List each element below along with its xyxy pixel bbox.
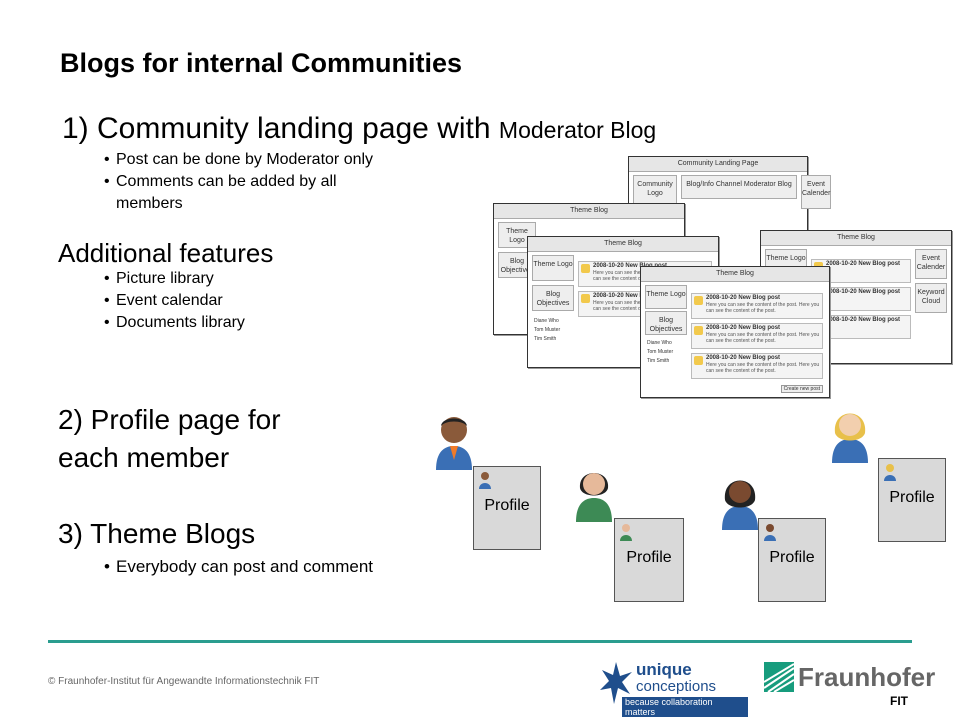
slide-title: Blogs for internal Communities	[60, 48, 463, 78]
member-name: Tom Muster	[647, 349, 674, 355]
member-name: Tom Muster	[534, 327, 561, 333]
logo-tagline: because collaboration matters	[622, 697, 748, 717]
mockup-channel: Blog/Info Channel Moderator Blog	[681, 175, 797, 199]
mockup-event: Event Calender	[915, 249, 947, 279]
section2-heading-line1: 2) Profile page for	[58, 404, 281, 435]
post-text: Here you can see the content of the post…	[706, 332, 820, 344]
mockup-keyword: Keyword Cloud	[915, 283, 947, 313]
mockup-event: Event Calender	[801, 175, 831, 209]
mockup-objectives: Blog Objectives	[645, 311, 687, 335]
mockup-title: Community Landing Page	[629, 157, 807, 172]
mockup-title: Theme Blog	[494, 204, 684, 219]
post-title: 2008-10-20 New Blog post	[593, 263, 668, 269]
section1-bullet: Comments can be added by all	[104, 171, 373, 193]
post-title: 2008-10-20 New Blog post	[706, 295, 781, 301]
post-title: 2008-10-20 New Blog post	[826, 289, 901, 295]
logo-word-conceptions: conceptions	[636, 678, 717, 695]
section1-bullet: Post can be done by Moderator only	[104, 149, 373, 171]
avatar	[694, 296, 703, 305]
woman-avatar-icon	[722, 480, 758, 530]
post-title: 2008-10-20 New Blog post	[826, 317, 901, 323]
profile-card[interactable]: Profile	[878, 458, 946, 542]
additional-bullet: Picture library	[104, 268, 245, 290]
additional-heading: Additional features	[58, 238, 274, 268]
post-title: 2008-10-20 New Blog post	[593, 293, 668, 299]
fraunhofer-name: Fraunhofer	[798, 662, 936, 692]
post-title: 2008-10-20 New Blog post	[706, 355, 781, 361]
mockup-title: Theme Blog	[641, 267, 829, 282]
avatar-icon	[620, 524, 632, 541]
woman-avatar-icon	[832, 413, 868, 463]
additional-bullets: Picture library Event calendar Documents…	[104, 268, 245, 334]
post-title: 2008-10-20 New Blog post	[706, 325, 781, 331]
theme-blog-mockup-front: Theme Blog Theme Logo Blog Objectives 20…	[640, 266, 830, 398]
mockup-title: Theme Blog	[761, 231, 951, 246]
post-text: Here you can see the content of the post…	[706, 302, 820, 314]
mockup-post: 2008-10-20 New Blog post Here you can se…	[691, 353, 823, 379]
section1-heading-main: 1) Community landing page with	[62, 112, 491, 145]
member-name: Diane Who	[534, 318, 559, 324]
section1-bullets: Post can be done by Moderator only Comme…	[104, 149, 373, 215]
profile-label: Profile	[626, 549, 672, 566]
member-name: Tim Smith	[647, 358, 670, 364]
section3-bullet: Everybody can post and comment	[104, 556, 373, 578]
logo-word-unique: unique	[636, 660, 692, 679]
profile-label: Profile	[484, 497, 530, 514]
section1-bullet-continued: members	[116, 195, 183, 212]
section2-heading-line2: each member	[58, 442, 230, 473]
additional-bullet: Event calendar	[104, 290, 245, 312]
avatar	[694, 356, 703, 365]
mockup-members: Diane Who Tom Muster Tim Smith	[534, 317, 560, 344]
fraunhofer-mark-icon	[764, 662, 794, 692]
avatar	[581, 294, 590, 303]
avatar-icon	[479, 472, 491, 489]
profile-card[interactable]: Profile	[614, 518, 684, 602]
section3-bullets: Everybody can post and comment	[104, 556, 373, 578]
profile-label: Profile	[769, 549, 815, 566]
section1-heading: 1) Community landing page with Moderator…	[62, 112, 656, 146]
fraunhofer-sub: FIT	[890, 694, 908, 708]
star-logo-icon	[600, 662, 632, 704]
mockup-logo: Theme Logo	[532, 255, 574, 281]
post-text: Here you can see the content of the post…	[706, 362, 820, 374]
mockup-title: Theme Blog	[528, 237, 718, 252]
avatar	[581, 264, 590, 273]
copyright-text: © Fraunhofer-Institut für Angewandte Inf…	[48, 676, 320, 687]
member-name: Tim Smith	[534, 336, 557, 342]
woman-avatar-icon	[576, 473, 612, 522]
mockup-logo: Theme Logo	[645, 285, 687, 309]
avatar-icon	[884, 464, 896, 481]
profile-card[interactable]: Profile	[473, 466, 541, 550]
mockup-post: 2008-10-20 New Blog post Here you can se…	[691, 323, 823, 349]
footer-divider	[48, 640, 912, 643]
section3-heading: 3) Theme Blogs	[58, 518, 256, 549]
create-post-button: Create new post	[780, 385, 823, 393]
unique-conceptions-logo: unique conceptions because collaboration…	[598, 658, 748, 717]
mockup-post: 2008-10-20 New Blog post Here you can se…	[691, 293, 823, 319]
section1-heading-small: Moderator Blog	[498, 117, 657, 143]
profile-label: Profile	[889, 489, 935, 506]
avatar-icon	[764, 524, 776, 541]
mockup-members: Diane Who Tom Muster Tim Smith	[647, 339, 673, 366]
member-name: Diane Who	[647, 340, 672, 346]
man-avatar-icon	[436, 417, 472, 470]
mockup-objectives: Blog Objectives	[532, 285, 574, 311]
additional-bullet: Documents library	[104, 312, 245, 334]
post-title: 2008-10-20 New Blog post	[826, 261, 901, 267]
profile-card[interactable]: Profile	[758, 518, 826, 602]
fraunhofer-logo: Fraunhofer FIT	[764, 660, 935, 712]
avatar	[694, 326, 703, 335]
